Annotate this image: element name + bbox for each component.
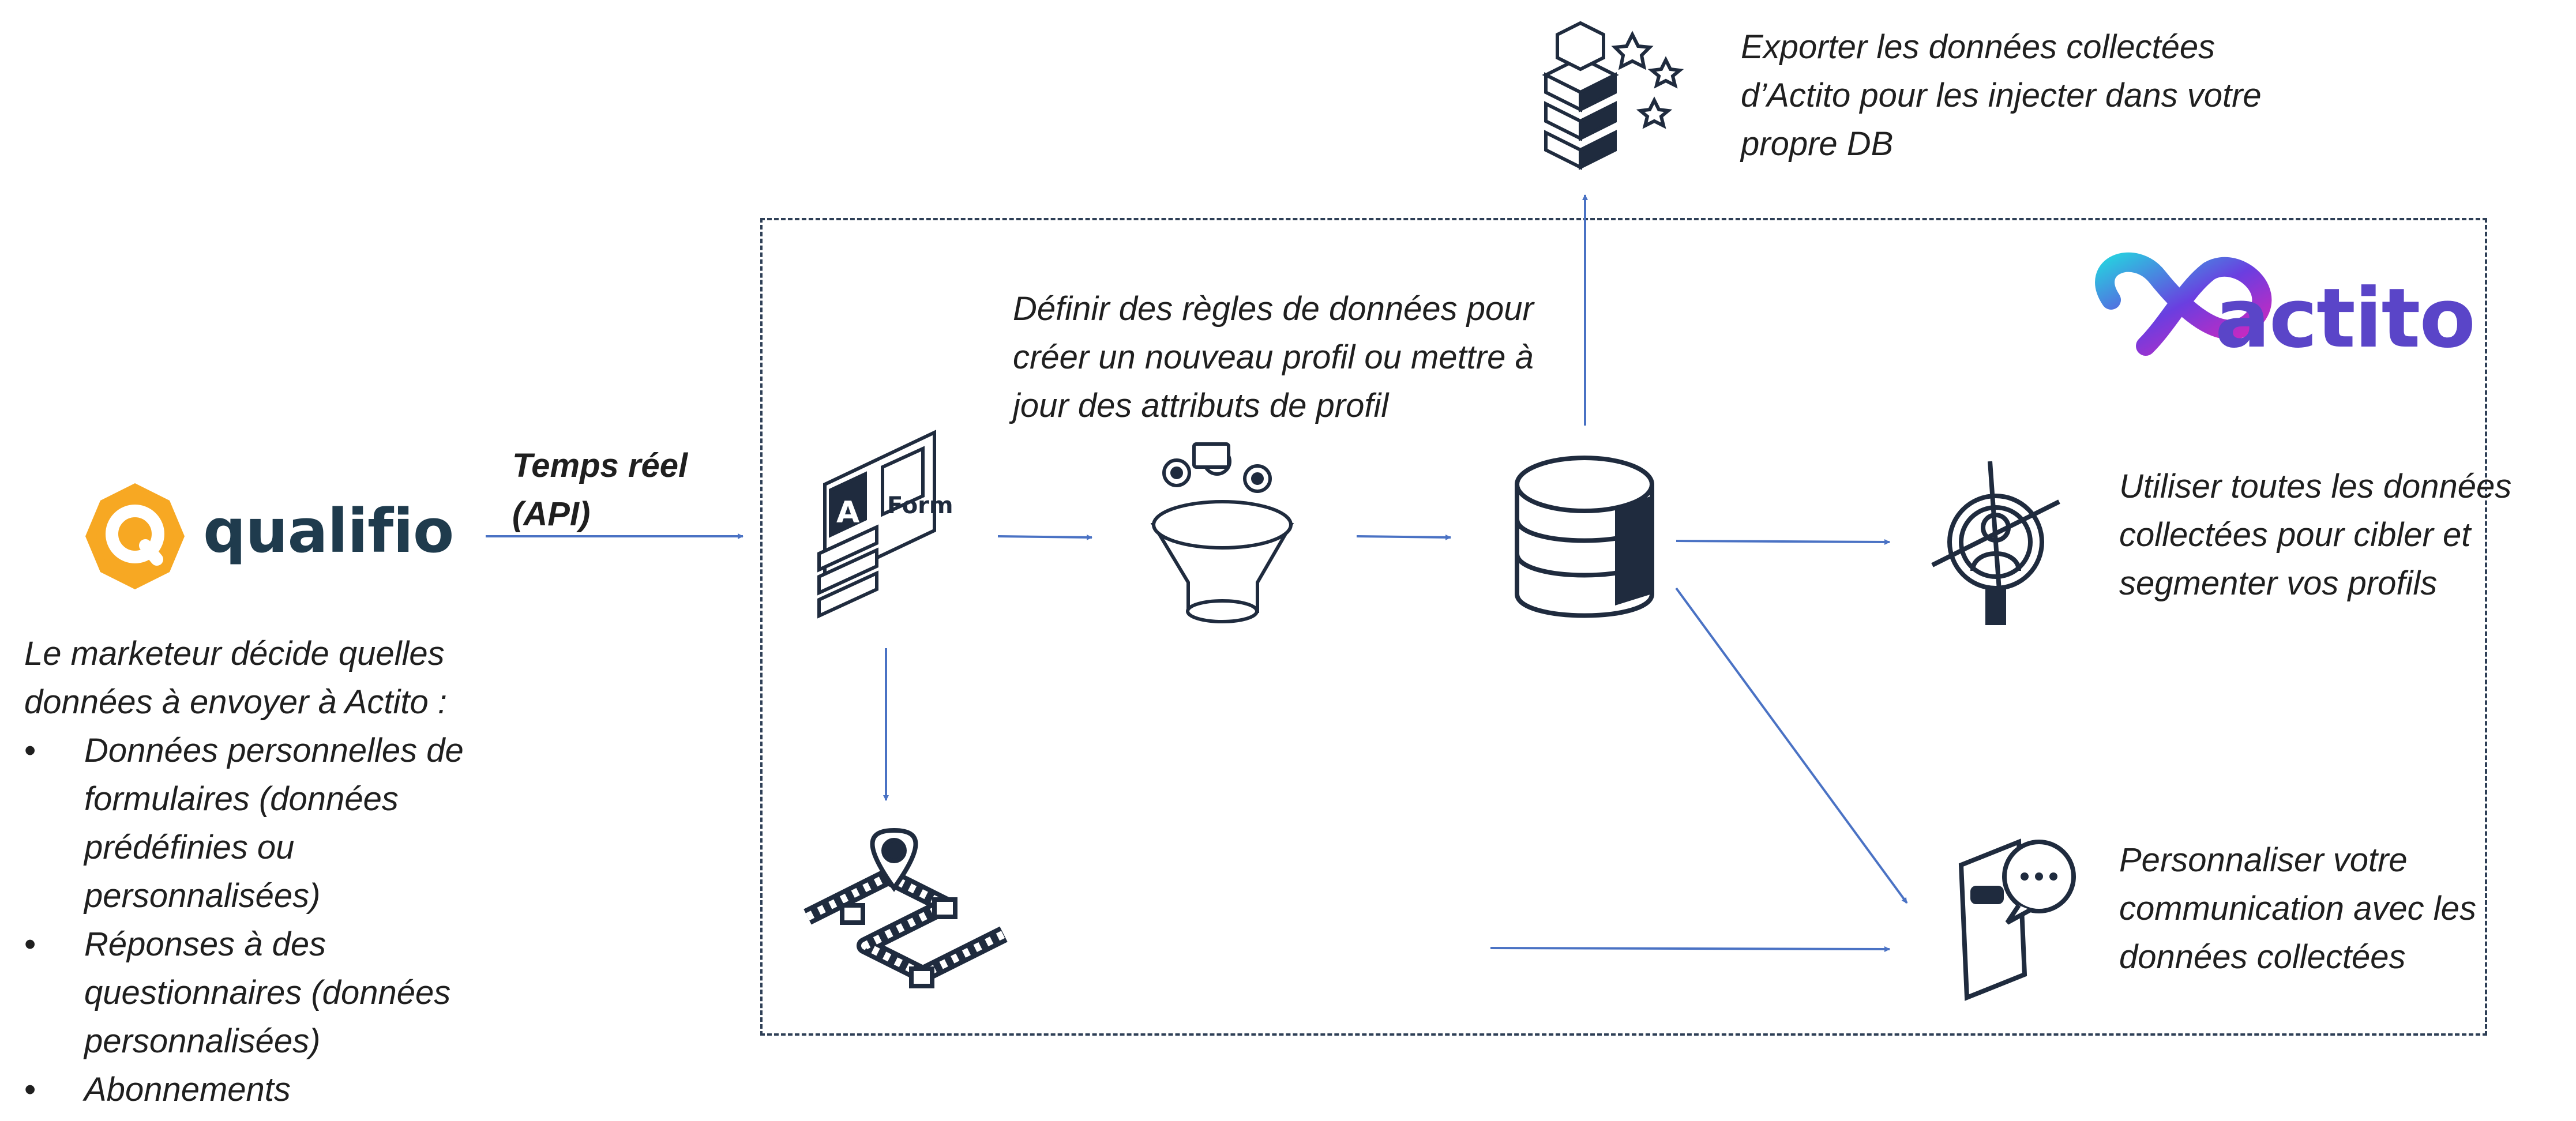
arrow-db-to-target	[1676, 539, 1890, 545]
actito-logo-text: actito	[2215, 271, 2476, 366]
source-bullet-list: Données personnelles de formulaires (don…	[24, 727, 509, 1114]
arrow-db-to-chat	[1675, 587, 1908, 904]
export-database-icon	[1542, 21, 1684, 170]
funnel-icon	[1150, 442, 1294, 623]
actito-logo-icon	[2095, 252, 2272, 356]
arrow-funnel-to-db	[1356, 534, 1451, 540]
arrow-form-to-funnel	[997, 534, 1092, 540]
database-icon	[1515, 456, 1654, 618]
source-bullet-item: Données personnelles de formulaires (don…	[24, 727, 509, 920]
source-bullet-item: Réponses à des questionnaires (données p…	[24, 920, 509, 1066]
step-target-text: Utiliser toutes les données collectées p…	[2119, 468, 2512, 602]
connector-label: Temps réel (API)	[512, 442, 720, 539]
form-icon-a-label: A	[836, 495, 859, 530]
connector-label-line1: Temps réel	[512, 447, 688, 484]
qualifio-logo-text: qualifio	[203, 496, 454, 566]
qualifio-logo-icon	[85, 483, 185, 589]
target-profile-icon	[1931, 461, 2060, 625]
form-icon-form-label: Form	[887, 492, 953, 519]
form-icon: A Form	[817, 430, 953, 619]
step-export-text: Exporter les données collectées d’Actito…	[1741, 28, 2262, 163]
connector-label-line2: (API)	[512, 495, 591, 533]
source-bullet-item: Abonnements	[24, 1066, 509, 1114]
source-intro: Le marketeur décide quelles données à en…	[24, 635, 447, 721]
actito-frame	[760, 218, 2487, 1036]
source-description: Le marketeur décide quelles données à en…	[24, 630, 509, 1114]
arrow-journey-to-chat	[1490, 946, 1890, 952]
step-rules-text: Définir des règles de données pour créer…	[1013, 290, 1534, 424]
mobile-chat-icon	[1958, 838, 2076, 1001]
journey-map-icon	[803, 827, 1008, 988]
step-personalize-text: Personnaliser votre communication avec l…	[2119, 841, 2476, 976]
